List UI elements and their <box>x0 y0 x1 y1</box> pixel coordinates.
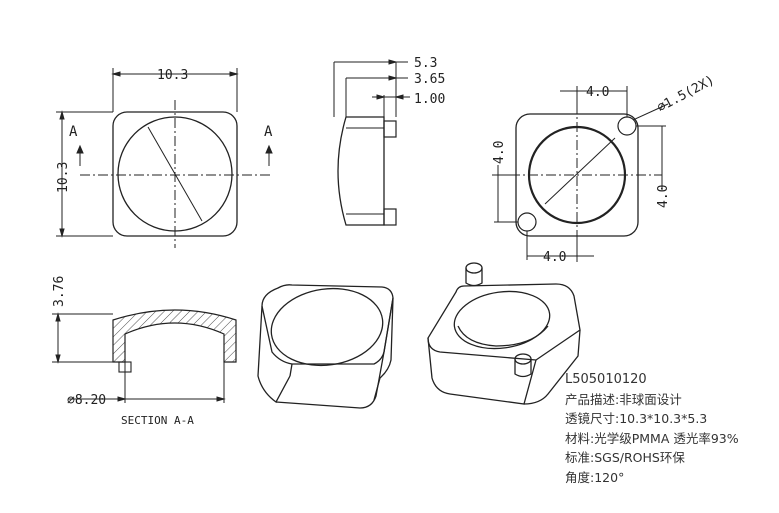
front-width-label: 10.3 <box>157 68 188 83</box>
spec-value: 10.3*10.3*5.3 <box>619 411 708 426</box>
back-dim-bottom: 4.0 <box>543 250 566 265</box>
side-arrow-5-3 <box>388 59 398 65</box>
side-view: 5.3 3.65 1.00 <box>333 56 445 226</box>
spec-row-description: 产品描述:非球面设计 <box>565 392 682 407</box>
back-dim-right: 4.0 <box>656 185 671 208</box>
side-arrow-1-00 <box>376 94 404 100</box>
section-mark-left: A <box>69 124 78 140</box>
section-height-arrows <box>55 312 61 364</box>
spec-key: 透镜尺寸: <box>565 411 620 426</box>
iso2-pin-bottom-body <box>514 359 532 378</box>
section-hatched-body <box>112 309 237 363</box>
back-dim-left: 4.0 <box>492 141 507 164</box>
spec-row-size: 透镜尺寸:10.3*10.3*5.3 <box>565 411 708 426</box>
spec-value: 非球面设计 <box>619 392 682 407</box>
side-dim-3-65: 3.65 <box>414 72 445 87</box>
iso2-pin-top-body <box>465 268 483 287</box>
back-diagonal <box>544 137 616 205</box>
iso-view-back <box>427 262 581 405</box>
spec-key: 标准: <box>565 450 595 465</box>
iso2-front-face <box>427 337 537 405</box>
side-arrow-3-65 <box>388 75 398 81</box>
iso1-dome <box>270 287 384 367</box>
section-dia-arrows <box>117 396 226 402</box>
side-dim-5-3: 5.3 <box>414 56 437 71</box>
iso1-bottom-edge <box>275 351 385 409</box>
section-arrow-left-head <box>76 144 84 154</box>
back-dim-top: 4.0 <box>586 85 609 100</box>
iso2-pin-top-cap <box>465 262 483 274</box>
spec-key: 材料: <box>565 431 595 446</box>
spec-key: 角度: <box>565 470 595 485</box>
iso1-top-face <box>261 284 394 365</box>
section-arrow-right-head <box>265 144 273 154</box>
front-width-arrows <box>111 71 239 77</box>
section-height-label: 3.76 <box>52 276 67 307</box>
spec-row-angle: 角度:120° <box>565 470 625 485</box>
side-pin-bottom <box>383 208 397 226</box>
front-height-arrows <box>59 110 65 238</box>
side-lens-body <box>337 116 385 226</box>
back-view: ⌀1.5(2X) 4.0 4.0 4.0 4.0 <box>492 73 717 265</box>
section-view: 3.76 ⌀8.20 SECTION A-A <box>52 276 237 427</box>
iso-view-front <box>257 284 394 409</box>
hole-leader <box>632 103 669 121</box>
section-caption: SECTION A-A <box>121 414 194 427</box>
iso2-cavity <box>453 290 551 350</box>
iso1-corner-edge <box>289 363 293 377</box>
spec-row-material: 材料:光学级PMMA 透光率93% <box>565 431 739 446</box>
back-pin-hole-bottom <box>517 212 537 232</box>
side-dim-1-00: 1.00 <box>414 92 445 107</box>
front-view: 10.3 10.3 A A <box>56 68 273 248</box>
side-pin-top <box>383 120 397 138</box>
section-mark-right: A <box>264 124 273 140</box>
iso1-right-face <box>373 297 394 401</box>
spec-value: 光学级PMMA 透光率93% <box>594 431 739 446</box>
spec-key: 产品描述: <box>565 392 620 407</box>
iso2-cavity-depth <box>457 325 549 347</box>
spec-value: 120° <box>594 470 625 485</box>
spec-row-standard: 标准:SGS/ROHS环保 <box>565 450 685 465</box>
section-dia-label: ⌀8.20 <box>67 393 106 408</box>
spec-value: SGS/ROHS环保 <box>594 450 685 465</box>
hole-note: ⌀1.5(2X) <box>655 73 717 116</box>
iso2-top-face <box>427 283 581 361</box>
spec-model: L505010120 <box>565 372 647 387</box>
front-height-label: 10.3 <box>56 162 71 193</box>
iso2-right-face <box>523 329 581 405</box>
iso1-left-face <box>257 305 291 403</box>
